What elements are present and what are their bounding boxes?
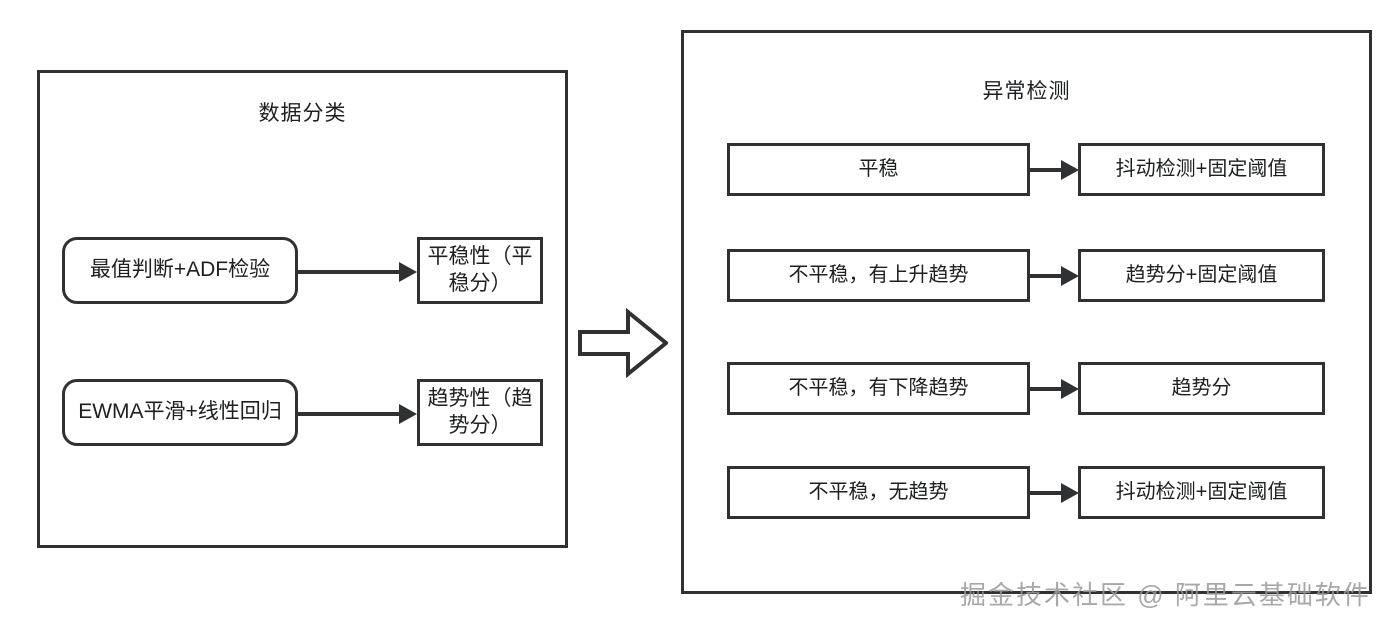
arrow-shaft (1030, 491, 1061, 495)
node-stationarity-score: 平稳性（平稳分） (417, 237, 543, 304)
arrow-shaft (1030, 168, 1061, 172)
arrow-shaft (298, 412, 399, 416)
node-strategy-jitter-fixed-threshold-2: 抖动检测+固定阈值 (1078, 466, 1325, 519)
node-condition-unstable-no-trend: 不平稳，无趋势 (727, 466, 1030, 519)
arrow-head-icon (1061, 483, 1079, 503)
arrow-head-icon (1061, 379, 1079, 399)
arrow-head-icon (1061, 266, 1079, 286)
node-trend-score: 趋势性（趋势分） (417, 379, 543, 446)
arrow-head-icon (399, 262, 417, 282)
arrow-shaft (298, 270, 399, 274)
block-arrow-right-icon (578, 308, 668, 378)
data-classification-title: 数据分类 (258, 102, 347, 125)
node-ewma-linear-regression: EWMA平滑+线性回归 (62, 379, 298, 446)
arrow-head-icon (1061, 160, 1079, 180)
node-max-value-adf-test: 最值判断+ADF检验 (62, 237, 298, 304)
node-strategy-trend-fixed-threshold: 趋势分+固定阈值 (1078, 249, 1325, 302)
arrow-shaft (1030, 274, 1061, 278)
node-strategy-trend-score: 趋势分 (1078, 362, 1325, 415)
data-classification-panel: 数据分类 (37, 70, 568, 548)
anomaly-detection-title: 异常检测 (982, 80, 1071, 103)
arrow-head-icon (399, 404, 417, 424)
watermark-text: 掘金技术社区 @ 阿里云基础软件 (960, 580, 1371, 610)
node-strategy-jitter-fixed-threshold-1: 抖动检测+固定阈值 (1078, 143, 1325, 196)
node-condition-unstable-downtrend: 不平稳，有下降趋势 (727, 362, 1030, 415)
node-condition-stable: 平稳 (727, 143, 1030, 196)
node-condition-unstable-uptrend: 不平稳，有上升趋势 (727, 249, 1030, 302)
arrow-shaft (1030, 387, 1061, 391)
